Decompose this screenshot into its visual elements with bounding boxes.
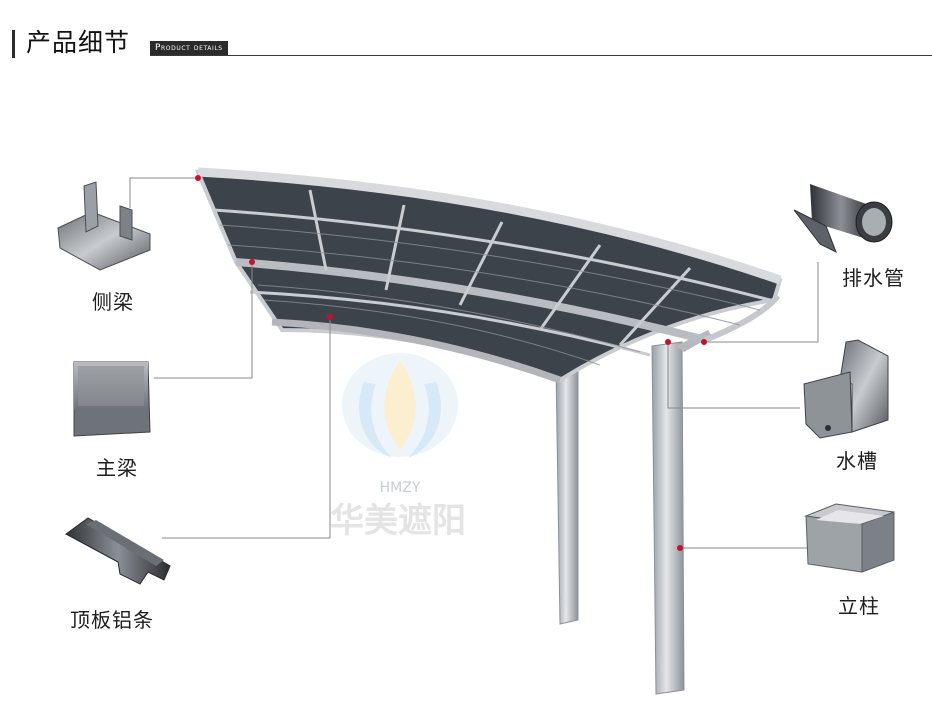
page-title: 产品细节 (26, 28, 131, 57)
label-roof-strip: 顶板铝条 (70, 608, 154, 632)
label-column: 立柱 (838, 594, 880, 618)
label-drain-pipe: 排水管 (842, 266, 905, 290)
carport-roof (194, 167, 783, 384)
column-profile (804, 503, 895, 573)
header-divider (150, 55, 932, 56)
carport-columns (555, 330, 712, 695)
drain-pipe-profile (793, 184, 893, 254)
roof-strip-profile (65, 517, 171, 585)
watermark-brand: HMZY (380, 480, 421, 496)
callout-markers (195, 175, 707, 551)
watermark-logo (342, 353, 458, 458)
section-badge: Product details (150, 41, 228, 55)
gutter-profile (803, 339, 889, 439)
main-beam-profile (73, 361, 151, 437)
header-accent-bar (12, 30, 15, 58)
callout-lines (129, 177, 819, 549)
side-beam-profile (57, 181, 151, 271)
label-gutter: 水槽 (836, 449, 878, 473)
label-side-beam: 侧梁 (92, 290, 134, 314)
watermark-name: 华美遮阳 (330, 501, 466, 541)
label-main-beam: 主梁 (96, 456, 138, 480)
